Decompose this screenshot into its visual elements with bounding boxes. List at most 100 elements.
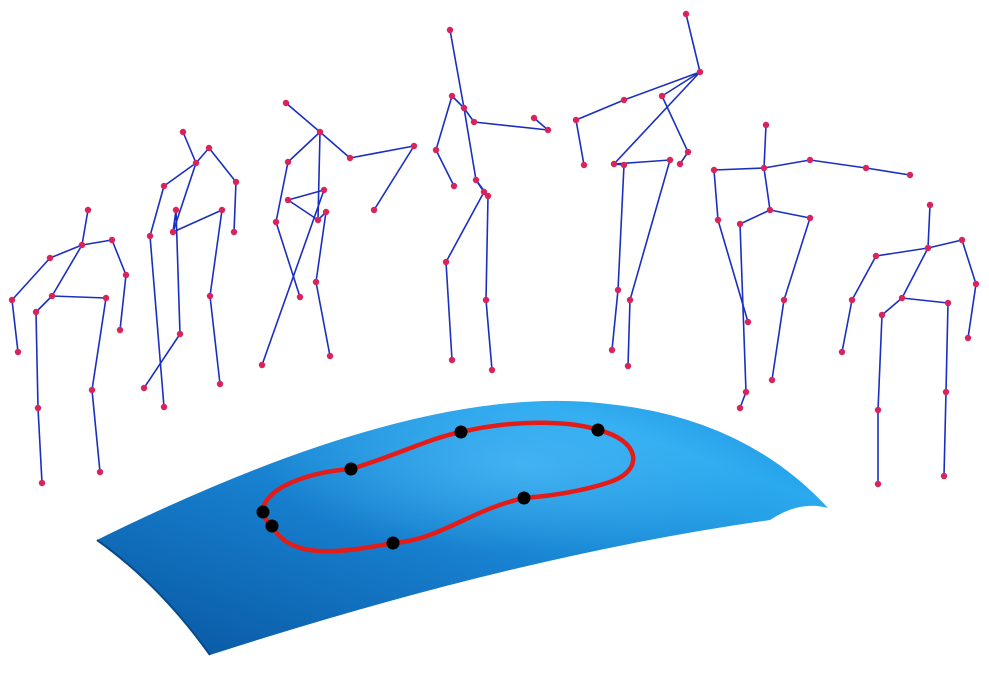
skeleton-bone bbox=[275, 161, 289, 223]
skeleton-joint bbox=[806, 156, 814, 164]
skeleton-bone bbox=[35, 295, 53, 313]
skeleton-joint bbox=[205, 144, 213, 152]
skeleton-joint bbox=[972, 280, 980, 288]
skeleton-joint bbox=[296, 293, 304, 301]
skeleton-joint bbox=[96, 468, 104, 476]
skeleton-joint bbox=[320, 186, 328, 194]
skeleton-joint bbox=[448, 356, 456, 364]
skeleton-bone bbox=[149, 235, 165, 408]
skeleton-joint bbox=[78, 241, 86, 249]
skeleton-bone bbox=[629, 159, 671, 301]
surface-highlight bbox=[97, 400, 828, 655]
skeleton-joint bbox=[480, 188, 488, 196]
skeleton-bone bbox=[49, 244, 83, 259]
skeleton-joint bbox=[862, 164, 870, 172]
skeleton-joint bbox=[924, 244, 932, 252]
skeleton-bone bbox=[195, 147, 210, 164]
skeleton-joint bbox=[944, 299, 952, 307]
loop-keypoint bbox=[265, 519, 279, 533]
skeleton-bone bbox=[661, 71, 701, 97]
skeleton-joint bbox=[370, 206, 378, 214]
skeleton-bone bbox=[287, 199, 319, 221]
skeleton-bone bbox=[771, 299, 785, 381]
skeleton-joint bbox=[88, 386, 96, 394]
skeleton-joint bbox=[610, 160, 618, 168]
skeleton-bone bbox=[81, 239, 113, 246]
skeleton-joint bbox=[878, 311, 886, 319]
skeleton-bone bbox=[445, 261, 453, 361]
skeleton-bone bbox=[627, 299, 631, 367]
skeleton-bone bbox=[449, 29, 465, 109]
skeleton-joint bbox=[714, 216, 722, 224]
skeleton-joint bbox=[766, 206, 774, 214]
skeleton-joint bbox=[272, 218, 280, 226]
skeleton-bone bbox=[287, 131, 321, 163]
skeleton-bone bbox=[961, 239, 977, 285]
skeleton-joint bbox=[48, 292, 56, 300]
skeleton-joint bbox=[736, 404, 744, 412]
skeleton-joint bbox=[122, 271, 130, 279]
skeleton-joint bbox=[326, 352, 334, 360]
skeleton-figure bbox=[140, 128, 240, 411]
skeleton-joint bbox=[906, 171, 914, 179]
skeleton-joint bbox=[580, 161, 588, 169]
loop-keypoint bbox=[454, 425, 468, 439]
skeleton-joint bbox=[760, 164, 768, 172]
skeleton-bone bbox=[315, 281, 331, 357]
skeleton-joint bbox=[84, 206, 92, 214]
skeleton-bone bbox=[208, 147, 237, 183]
skeleton-bone bbox=[967, 283, 977, 339]
skeleton-figure bbox=[838, 201, 980, 488]
skeleton-joint bbox=[410, 142, 418, 150]
skeleton-joint bbox=[206, 292, 214, 300]
skeleton-joint bbox=[450, 182, 458, 190]
skeleton-joint bbox=[322, 208, 330, 216]
skeleton-bone bbox=[901, 297, 949, 304]
skeleton-joint bbox=[192, 159, 200, 167]
skeleton-bone bbox=[11, 257, 51, 301]
skeleton-joint bbox=[34, 404, 42, 412]
skeleton-bone bbox=[763, 124, 767, 169]
skeleton-bone bbox=[143, 333, 181, 389]
skeleton-joint bbox=[314, 216, 322, 224]
skeleton-joint bbox=[216, 380, 224, 388]
skeleton-bone bbox=[463, 107, 477, 181]
skeleton-joint bbox=[848, 296, 856, 304]
skeleton-bone bbox=[901, 247, 929, 299]
skeleton-joint bbox=[780, 296, 788, 304]
skeleton-joint bbox=[942, 388, 950, 396]
skeleton-poses bbox=[8, 10, 980, 488]
skeleton-bone bbox=[435, 95, 453, 151]
surface-front-edge bbox=[96, 539, 211, 656]
skeleton-joint bbox=[768, 376, 776, 384]
skeleton-joint bbox=[284, 158, 292, 166]
skeleton-bone bbox=[435, 149, 455, 187]
skeleton-bone bbox=[617, 164, 625, 291]
skeleton-bone bbox=[851, 255, 877, 301]
skeleton-bone bbox=[11, 299, 19, 353]
skeleton-joint bbox=[258, 361, 266, 369]
skeleton-joint bbox=[38, 479, 46, 487]
skeleton-joint bbox=[140, 384, 148, 392]
skeleton-joint bbox=[958, 236, 966, 244]
skeleton-bone bbox=[739, 209, 771, 225]
skeleton-joint bbox=[624, 362, 632, 370]
skeleton-joint bbox=[346, 154, 354, 162]
skeleton-bone bbox=[927, 204, 931, 249]
skeleton-bone bbox=[661, 95, 689, 153]
skeleton-joint bbox=[172, 206, 180, 214]
skeleton-bone bbox=[865, 167, 911, 176]
skeleton-joint bbox=[614, 286, 622, 294]
skeleton-joint bbox=[530, 114, 538, 122]
skeleton-bone bbox=[877, 314, 883, 411]
skeleton-figure bbox=[572, 10, 704, 370]
skeleton-joint bbox=[14, 348, 22, 356]
skeleton-bone bbox=[287, 189, 325, 201]
skeleton-bone bbox=[613, 71, 701, 165]
skeleton-bone bbox=[485, 299, 493, 371]
loop-keypoint bbox=[344, 462, 358, 476]
manifold-surface bbox=[96, 400, 828, 656]
skeleton-joint bbox=[762, 121, 770, 129]
